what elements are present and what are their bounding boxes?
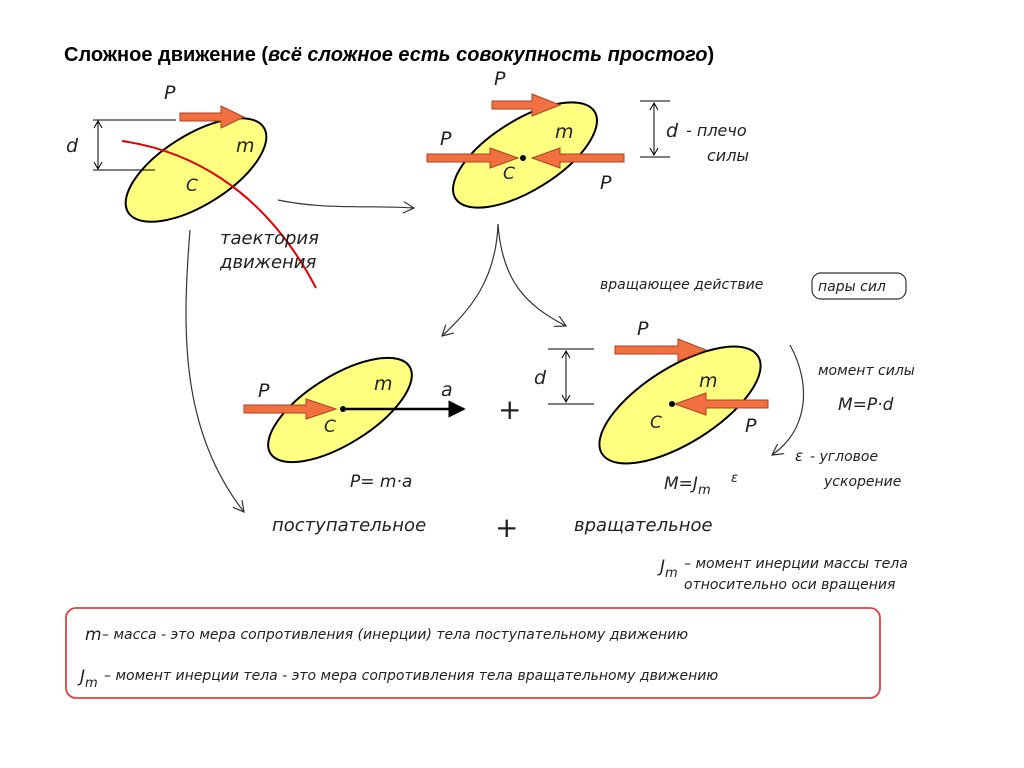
slide-title: Сложное движение (всё сложное есть совок…	[64, 44, 715, 66]
body-1-force-label: P	[164, 82, 176, 104]
jm-def-line-1: – момент инерции массы тела	[684, 556, 908, 572]
body-2-force-left	[426, 147, 520, 169]
body-1-center-label: C	[186, 176, 198, 196]
jm-def-line-2: относительно оси вращения	[684, 577, 895, 593]
rotation-action-note: вращающее действие пары сил	[600, 272, 907, 300]
body-4-mass-label: m	[699, 370, 718, 392]
definitions-box: m – масса - это мера сопротивления (инер…	[65, 607, 881, 699]
rotational-label: вращательное	[574, 515, 713, 536]
body-3-mass-label: m	[374, 373, 393, 395]
body-4-center-label: C	[650, 413, 662, 433]
body-3-force-arrow	[243, 398, 338, 420]
body-1-arm-label: d	[66, 135, 79, 157]
trajectory-label-2: движения	[219, 252, 317, 273]
body-4-force-top	[614, 338, 708, 362]
body-4-force-top-label: P	[637, 318, 649, 340]
pair-of-forces-box	[811, 272, 907, 300]
acceleration-label: a	[441, 379, 453, 401]
inertia-symbol: Jm	[77, 667, 98, 691]
body-4-rotational: d P P m C момент силы M=P·d ε - угловое …	[534, 318, 915, 536]
title-main: Сложное движение	[64, 44, 256, 66]
inertia-note: Jm – момент инерции массы тела относител…	[657, 556, 908, 593]
arrow-split-right	[497, 223, 566, 326]
body-2-force-left-label: P	[440, 128, 452, 150]
body-3-force-label: P	[258, 380, 270, 402]
body-4-force-right	[673, 392, 769, 416]
title-subtitle: всё сложное есть совокупность простого	[268, 44, 708, 66]
body-1-mass-label: m	[236, 135, 255, 157]
plus-sign-bottom: +	[495, 511, 518, 544]
definitions-frame	[65, 607, 881, 699]
body-2-center-label: C	[503, 164, 515, 184]
rot-action-label: вращающее действие	[600, 277, 763, 293]
body-2-force-right-label: P	[600, 172, 612, 194]
mass-symbol: m	[85, 625, 102, 645]
plus-sign-top: +	[498, 393, 521, 426]
body-2-center-dot	[520, 155, 526, 161]
rotation-formula-epsilon: ε	[731, 471, 738, 486]
inertia-definition: – момент инерции тела - это мера сопроти…	[104, 668, 718, 684]
trajectory-curve	[121, 140, 317, 289]
arrow-body1-down	[185, 229, 244, 512]
body-2-ellipse	[452, 101, 598, 209]
body-4-arm-label: d	[534, 367, 547, 389]
moment-formula: M=P·d	[838, 395, 894, 415]
body-2-force-top-label: P	[494, 68, 506, 90]
arrow-body1-to-body2	[277, 199, 414, 208]
epsilon-label-2: ускорение	[823, 474, 901, 490]
arrow-split-left	[442, 223, 499, 336]
body-2-force-top	[491, 93, 562, 117]
body-1-force-arrow	[179, 105, 246, 129]
plecho-label-1: - плечо	[686, 121, 747, 140]
jm-symbol: Jm	[657, 557, 678, 581]
epsilon-rotation-arrow	[772, 344, 805, 455]
body-3-ellipse	[267, 356, 413, 464]
flow-arrows	[185, 199, 805, 512]
body-2-mass-label: m	[555, 121, 574, 143]
arm-label: d	[666, 120, 679, 142]
body-3-translational: P m C a P= m·a поступательное	[243, 356, 466, 536]
body-1: P d m C таектория движения	[66, 82, 319, 289]
body-1-ellipse	[124, 117, 268, 223]
plecho-label-2: силы	[707, 146, 749, 165]
newton-formula: P= m·a	[350, 472, 412, 492]
body-4-force-right-label: P	[745, 415, 757, 437]
epsilon-label-1: - угловое	[810, 449, 878, 465]
mass-definition: – масса - это мера сопротивления (инерци…	[102, 627, 688, 643]
trajectory-label-1: таектория	[220, 228, 319, 249]
body-2-force-right	[530, 147, 625, 169]
body-3-center-label: C	[324, 417, 336, 437]
body-2: P P P m C d - плечо силы	[426, 68, 749, 209]
rotation-formula: M=Jm	[664, 474, 711, 498]
moment-label: момент силы	[818, 363, 915, 379]
epsilon-symbol: ε	[795, 447, 803, 465]
pair-of-forces-label: пары сил	[818, 279, 886, 295]
translational-label: поступательное	[272, 515, 426, 536]
